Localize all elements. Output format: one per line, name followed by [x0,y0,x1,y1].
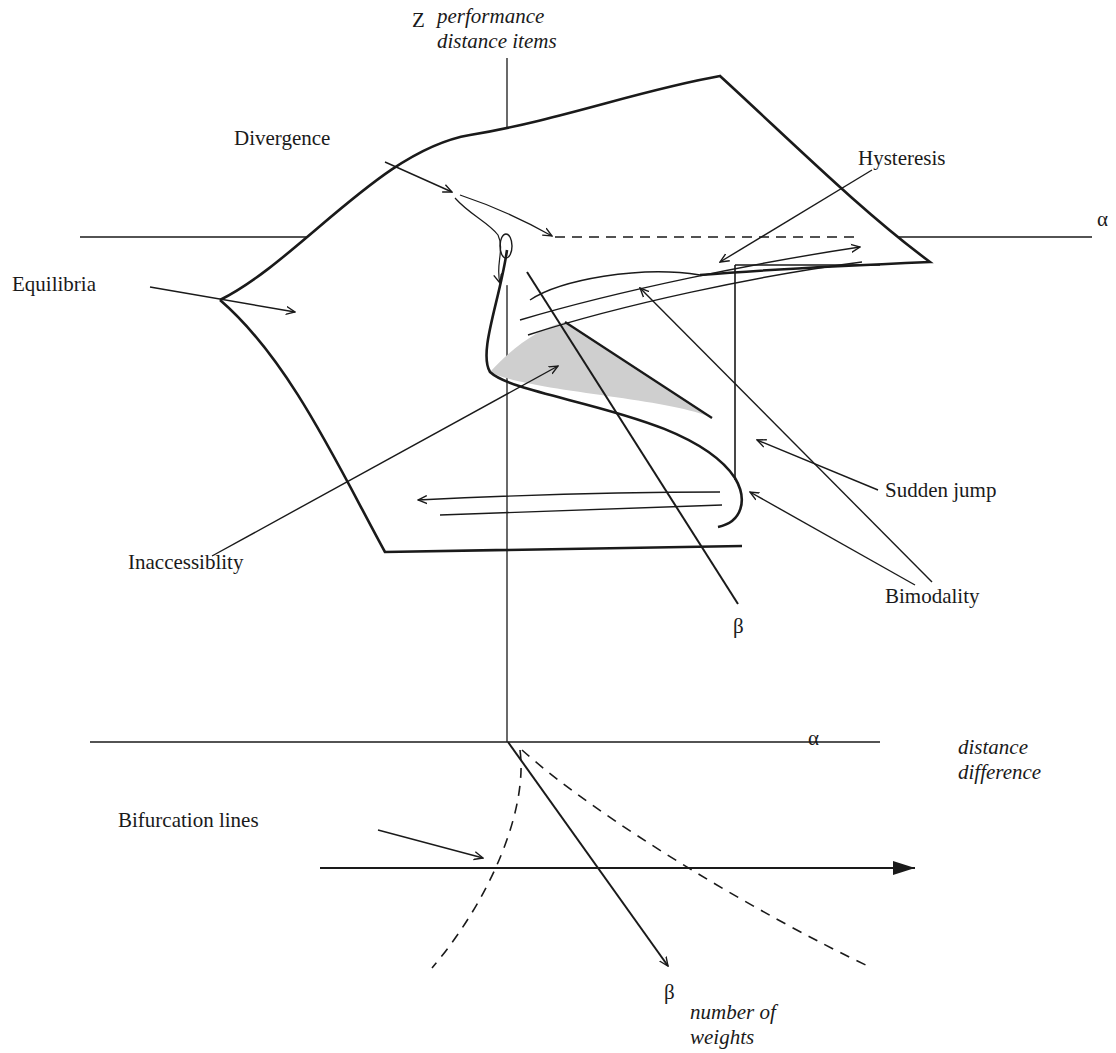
leader-lines [150,162,932,858]
callout-label: Sudden jump [885,478,996,503]
callout-label: Bifurcation lines [118,808,259,833]
axis-letter: β [733,614,744,639]
axis-title: performance distance items [437,4,572,54]
axis-title: number of weights [690,1000,795,1050]
callout-label: Equilibria [12,272,96,297]
callout-label: Divergence [234,126,330,151]
axes [80,58,1092,966]
axis-letter: Z [412,8,425,33]
callout-label: Bimodality [885,584,980,609]
axis-letter: α [808,726,819,751]
axis-letter: α [1097,207,1108,232]
axis-letter: β [664,980,675,1005]
axis-title: distance difference [958,735,1068,785]
callout-label: Hysteresis [858,146,946,171]
bifurcation-lines [432,750,872,968]
callout-label: Inaccessiblity [128,550,243,575]
surface [220,76,930,604]
